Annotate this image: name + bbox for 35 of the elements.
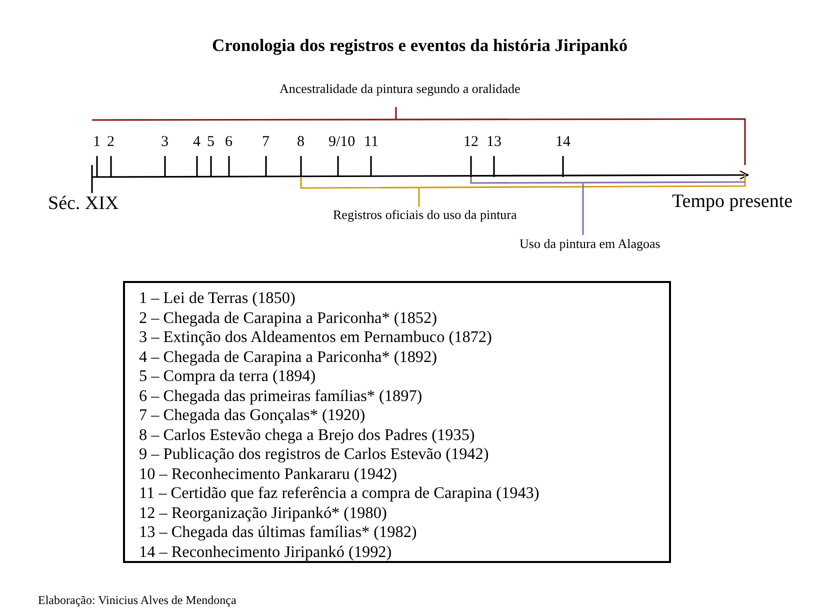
- list-item: 11 – Certidão que faz referência a compra de Carapina (1943): [139, 484, 540, 504]
- list-item: 7 – Chegada das Gonçalas* (1920): [139, 406, 366, 426]
- title: Cronologia dos registros e eventos da história Jiripankó: [212, 36, 628, 56]
- caption: Elaboração: Vinicius Alves de Mendonça: [38, 594, 236, 608]
- legend-box: [123, 281, 671, 563]
- tick-label: 14: [556, 134, 570, 150]
- list-item: 2 – Chegada de Carapina a Pariconha* (1852): [139, 308, 438, 328]
- list-item: 12 – Reorganização Jiripankó* (1980): [139, 504, 388, 523]
- bracket-label: Uso da pintura em Alagoas: [520, 237, 660, 252]
- tick-label: 6: [225, 134, 232, 150]
- list-item: 6 – Chegada das primeiras famílias* (1897): [139, 386, 424, 406]
- list-item: 13 – Chegada das últimas famílias* (1982): [139, 523, 418, 542]
- tick-label: 12: [464, 134, 478, 150]
- tick-label: 5: [207, 134, 214, 150]
- list-item: 10 – Reconhecimento Pankararu (1942): [139, 464, 398, 484]
- bracket-label: Registros oficiais do uso da pintura: [333, 208, 517, 222]
- tick-label: 1: [93, 134, 100, 150]
- axis-label: Tempo presente: [672, 192, 793, 213]
- tick-label: 4: [193, 134, 200, 150]
- tick-label: 7: [262, 134, 270, 150]
- list-item: 5 – Compra da terra (1894): [139, 367, 317, 386]
- list-item: 1 – Lei de Terras (1850): [139, 289, 296, 308]
- tick-label: 8: [297, 134, 304, 150]
- tick-label: 2: [107, 134, 114, 150]
- list-item: 14 – Reconhecimento Jiripankó (1992): [139, 542, 393, 562]
- axis-label: Séc. XIX: [48, 194, 119, 215]
- list-item: 4 – Chegada de Carapina a Pariconha* (1892): [139, 348, 438, 367]
- tick-label: 13: [486, 134, 502, 150]
- list-item: 3 – Extinção dos Aldeamentos em Pernambuco (1872): [139, 328, 493, 348]
- list-item: 9 – Publicação dos registros de Carlos Estevão (1942): [139, 445, 490, 464]
- list-item: 8 – Carlos Estevão chega a Brejo dos Padres (1935): [139, 426, 476, 445]
- tick-label: 9/10: [328, 134, 356, 150]
- tick-label: 3: [161, 134, 168, 150]
- bracket-label: Ancestralidade da pintura segundo a oralidade: [280, 82, 520, 96]
- tick-label: 11: [364, 134, 378, 150]
